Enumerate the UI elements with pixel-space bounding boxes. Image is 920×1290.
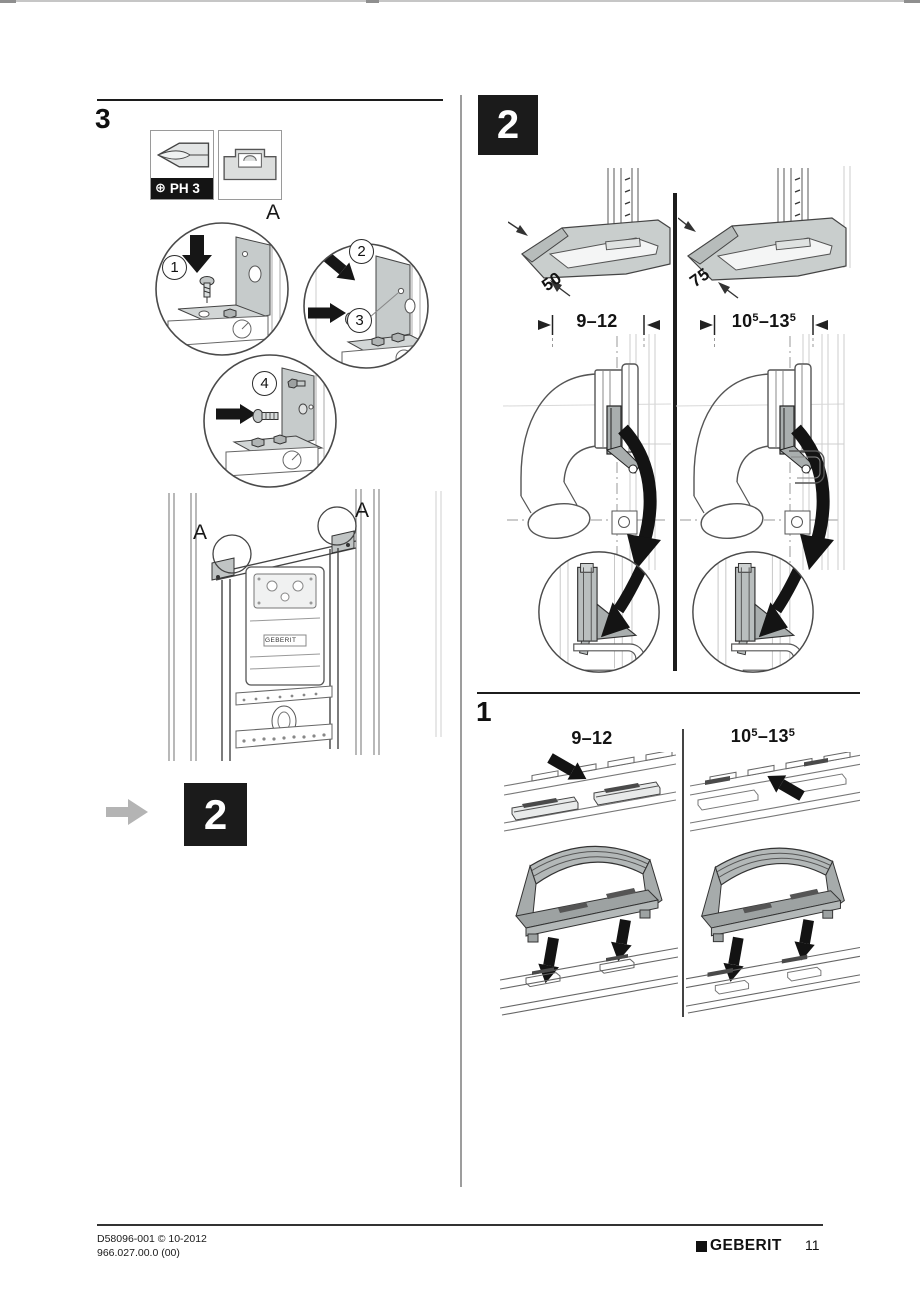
phillips-symbol-icon: ⊕ [155,181,166,196]
tool-box-screwdriver: ⊕ PH 3 [150,130,214,200]
rail-with-adapters-illustration [504,752,676,832]
footer-article-number: 966.027.00.0 (00) [97,1246,180,1259]
down-arrow-icon [182,235,212,273]
tool-box-level [218,130,282,200]
foot-rail-50-illustration [508,168,671,297]
spirit-level-icon [219,131,281,199]
section2-number-box: 2 [478,95,538,155]
dimension-arrows-right [700,315,828,350]
callout-3: 3 [347,308,372,333]
page-number: 11 [805,1237,820,1253]
detail-illustration-step1 [155,222,289,356]
detail-illustration-step4 [203,354,337,488]
phillips-screwdriver-icon [151,131,213,178]
foot-rail-75-illustration [678,166,851,299]
section3-top-rule [97,99,443,101]
callout-2: 2 [349,239,374,264]
bracket-detail-label: A [266,201,281,224]
section1-range-left: 9–12 [571,728,613,748]
rail-with-slots-illustration [690,752,860,832]
section3-heading: 3 [95,103,111,134]
footer-doc-number: D58096-001 © 10-2012 [97,1233,207,1245]
frame-bracket-label-left: A [193,521,208,544]
scan-mark-right [904,0,920,3]
section1-top-rule [477,692,860,694]
page-top-edge [0,0,920,2]
range-label-105-135: 105–135 [731,311,797,331]
continue-arrow-icon [106,799,148,825]
callout-4: 4 [252,371,277,396]
callout-1: 1 [162,255,187,280]
geberit-logo-square-icon [696,1240,707,1252]
section1-heading: 1 [476,696,492,727]
goto-section-2-box: 2 [184,783,247,846]
cistern-brand-label: GEBERIT [265,637,297,644]
tool-label-bar: ⊕ PH 3 [151,178,213,199]
dimension-arrows-left [538,315,660,350]
footer-document-info: D58096-001 © 10-2012 966.027.00.0 (00) [97,1233,207,1260]
remove-arrow-icon [767,775,805,801]
pipe-saddle-left-illustration [500,845,678,1016]
column-divider [460,95,462,1187]
elbow-pipe-left-illustration [503,334,673,572]
bracket-detail-circle-right [692,551,814,673]
scan-mark-left [0,0,16,3]
right-arrow-icon [308,303,346,323]
elbow-pipe-right-illustration [676,334,860,572]
tool-size-label: PH 3 [169,181,200,196]
footer-rule [97,1224,823,1226]
bracket-detail-circle-left [538,551,660,673]
frame-installation-illustration [168,489,442,761]
range-label-9-12: 9–12 [576,311,618,331]
insert-arrow-icon [547,753,587,780]
detail-illustration-step2-3 [303,243,429,369]
section1-range-right: 105–135 [730,726,796,746]
right-arrow-icon [216,404,256,424]
scan-mark-middle [366,0,379,3]
geberit-logo-text: GEBERIT [710,1237,782,1254]
geberit-logo: GEBERIT [696,1237,782,1255]
frame-bracket-label-right: A [355,499,370,522]
pipe-saddle-right-illustration [686,847,860,1014]
variant-divider-section1 [682,729,684,1017]
variant-divider-section2 [673,193,677,671]
